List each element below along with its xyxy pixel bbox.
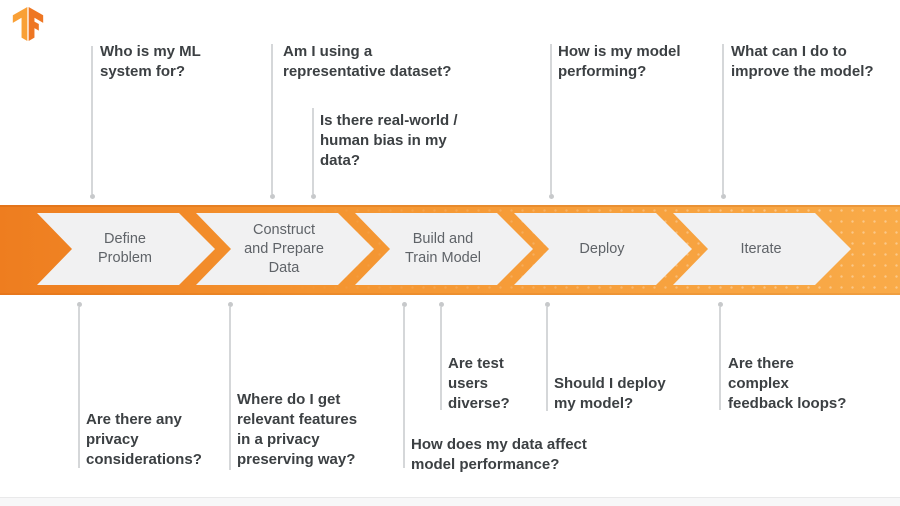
stage-label: Build and Train Model — [404, 231, 482, 266]
leader-line — [91, 46, 93, 194]
question-privacy-preserving-features: Where do I get relevant features in a pr… — [237, 391, 358, 468]
question-who-is-my-ml-system-for: Who is my ML system for? — [100, 43, 201, 80]
leader-dot — [544, 302, 550, 307]
leader-dot — [717, 302, 723, 307]
question-real-world-human-bias: Is there real-world / human bias in my d… — [320, 112, 458, 169]
leader-line — [78, 307, 80, 468]
question-representative-dataset: Am I using a representative dataset? — [283, 43, 452, 80]
leader-line — [550, 44, 552, 194]
tensorflow-logo-icon — [12, 7, 44, 41]
leader-line — [403, 307, 405, 468]
leader-dot — [720, 194, 726, 199]
question-improve-the-model: What can I do to improve the model? — [731, 43, 874, 80]
leader-dot — [438, 302, 444, 307]
leader-dot — [548, 194, 554, 199]
stage-label: Iterate — [740, 240, 782, 257]
stage-build-and-train-model: Build and Train Model — [355, 213, 533, 285]
question-complex-feedback-loops: Are there complex feedback loops? — [728, 355, 847, 412]
stage-label: Define Problem — [98, 231, 152, 266]
leader-dot — [310, 194, 316, 199]
question-privacy-considerations: Are there any privacy considerations? — [86, 411, 202, 468]
leader-line — [440, 307, 442, 410]
stage-label: Construct and Prepare Data — [244, 221, 324, 276]
question-test-users-diverse: Are test users diverse? — [448, 355, 510, 412]
leader-line — [546, 307, 548, 411]
leader-line — [719, 307, 721, 410]
leader-dot — [76, 302, 82, 307]
leader-dot — [401, 302, 407, 307]
leader-line — [722, 44, 724, 194]
question-model-performing: How is my model performing? — [558, 43, 681, 80]
leader-dot — [269, 194, 275, 199]
question-should-i-deploy: Should I deploy my model? — [554, 375, 666, 412]
leader-line — [229, 307, 231, 470]
bottom-strip — [0, 497, 900, 506]
stage-label: Deploy — [579, 240, 625, 257]
leader-line — [312, 108, 314, 194]
leader-dot — [89, 194, 95, 199]
leader-line — [271, 44, 273, 194]
question-data-affect-model-performance: How does my data affect model performanc… — [411, 436, 587, 473]
leader-dot — [227, 302, 233, 307]
